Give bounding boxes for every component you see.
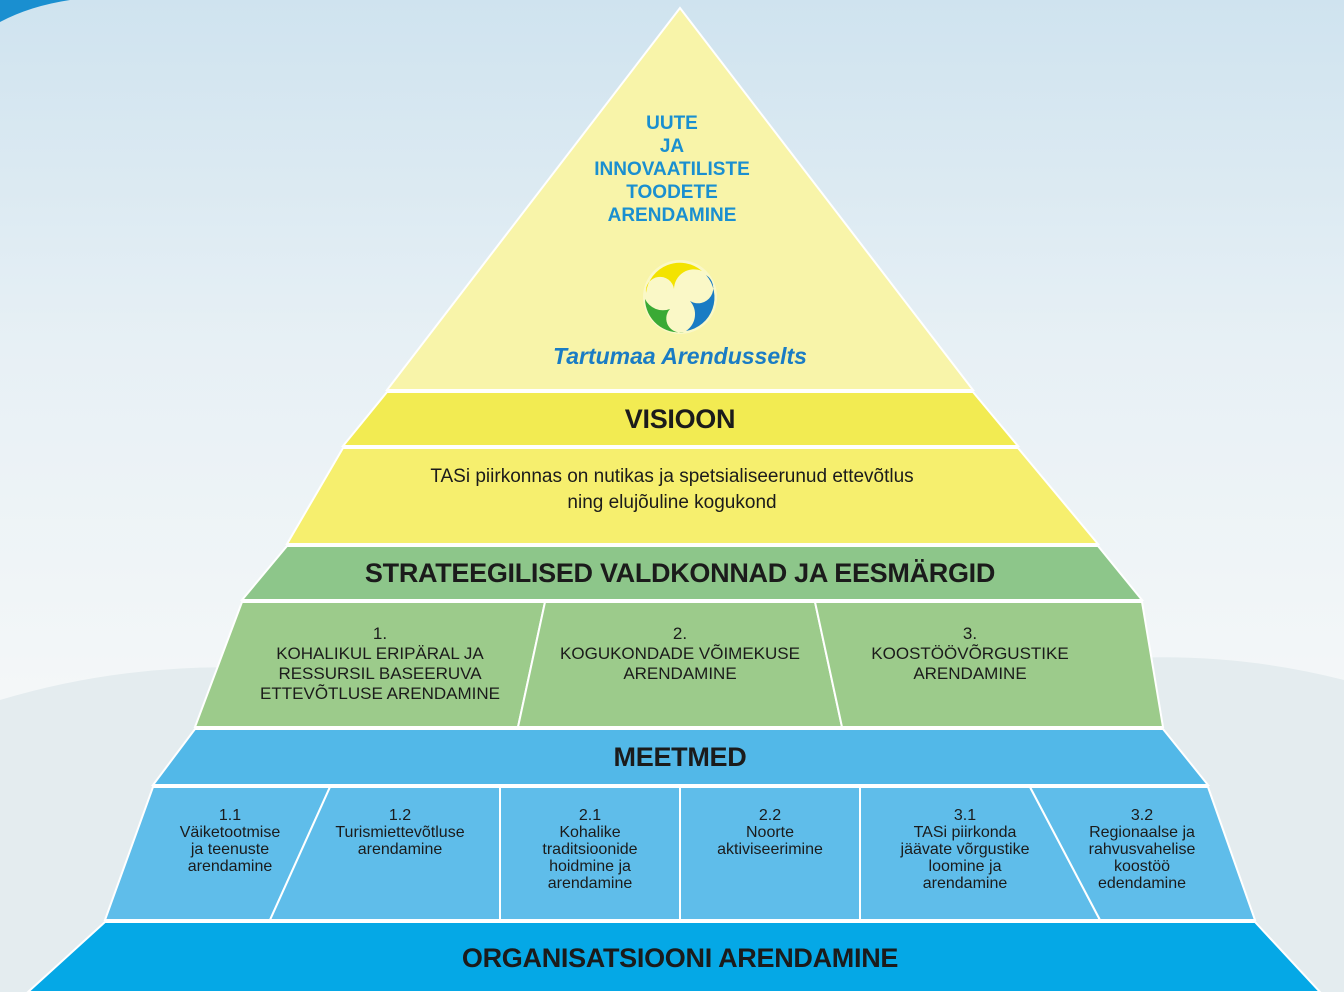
- organisation-title: ORGANISATSIOONI ARENDAMINE: [461, 943, 899, 973]
- vision-text-band: [285, 447, 1101, 545]
- brand-name: Tartumaa Arendusselts: [553, 343, 807, 369]
- vision-title: VISIOON: [624, 404, 736, 434]
- organisation-band: [26, 921, 1322, 992]
- goal-cell-3: [813, 601, 1165, 728]
- vision-band: [340, 391, 1021, 447]
- goal-1-text: 1. KOHALIKUL ERIPÄRAL JA RESSURSIL BASEE…: [260, 624, 500, 703]
- tartumaa-arendusselts-logo: [643, 260, 717, 334]
- goal-3-text: 3. KOOSTÖÖVÕRGUSTIKE ARENDAMINE: [871, 624, 1069, 683]
- measure-2-1-text: 2.1 Kohalike traditsioonide hoidmine ja …: [542, 807, 638, 892]
- vision-text: TASi piirkonnas on nutikas ja spetsialis…: [430, 466, 914, 513]
- measure-3-1-text: 3.1 TASi piirkonda jäävate võrgustike lo…: [900, 807, 1030, 892]
- logo-green-swirl: [645, 299, 684, 333]
- pyramid-apex: [384, 6, 976, 391]
- measure-1-2-text: 1.2 Turismiettevõtluse arendamine: [335, 807, 465, 858]
- goal-2-text: 2. KOGUKONDADE VÕIMEKUSE ARENDAMINE: [560, 624, 800, 683]
- goals-band: [239, 545, 1145, 601]
- measure-1-1-text: 1.1 Väiketootmise ja teenuste arendamine: [179, 807, 281, 875]
- measure-cell-3-2: [1028, 786, 1257, 921]
- measure-2-2-text: 2.2 Noorte aktiviseerimine: [717, 807, 823, 858]
- corner-swoosh: [0, 0, 70, 22]
- measure-3-2-text: 3.2 Regionaalse ja rahvusvahelise koostö…: [1088, 807, 1196, 892]
- logo-yellow-swirl: [645, 262, 702, 293]
- innovation-goal-heading: UUTE JA INNOVAATILISTE TOODETE ARENDAMIN…: [594, 113, 750, 226]
- logo-blue-swirl: [686, 275, 715, 331]
- measures-band: [151, 728, 1211, 786]
- measures-title: MEETMED: [613, 742, 747, 772]
- goals-title: STRATEEGILISED VALDKONNAD JA EESMÄRGID: [364, 558, 996, 588]
